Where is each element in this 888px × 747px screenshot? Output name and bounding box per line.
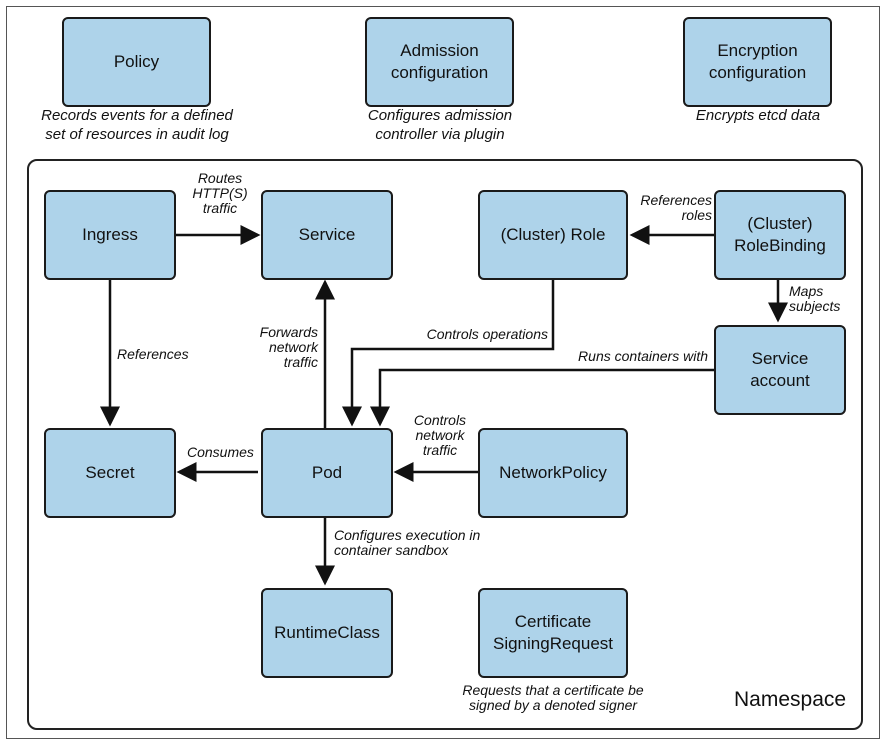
runtimeclass-label: RuntimeClass (274, 623, 380, 642)
edge-label-references-roles: References roles (640, 192, 712, 223)
cluster-role-box: (Cluster) Role (478, 190, 628, 280)
edge-service-account-to-pod (370, 368, 714, 427)
edge-label-configures-execution: Configures execution in container sandbo… (334, 527, 481, 558)
edge-label-maps-subjects: Maps subjects (789, 283, 841, 314)
admission-configuration-description: Configures admission controller via plug… (367, 107, 513, 143)
edge-label-controls-network: Controls network traffic (413, 412, 467, 458)
networkpolicy-label: NetworkPolicy (499, 463, 607, 482)
cluster-role-binding-label: (Cluster) RoleBinding (734, 214, 826, 255)
policy-description: Records events for a defined set of reso… (41, 107, 233, 143)
csr-description: Requests that a certificate be signed by… (462, 682, 644, 713)
edge-label-forwards: Forwards network traffic (259, 324, 318, 370)
secret-label: Secret (85, 463, 135, 482)
policy-label: Policy (113, 52, 160, 71)
namespace-container (27, 159, 863, 730)
ingress-box: Ingress (44, 190, 176, 280)
cluster-role-binding-box: (Cluster) RoleBinding (714, 190, 846, 280)
encryption-configuration-box: Encryption configuration (683, 17, 832, 107)
service-box: Service (261, 190, 393, 280)
edge-label-controls-operations: Controls operations (426, 326, 548, 342)
edge-label-consumes: Consumes (187, 444, 254, 460)
edge-label-references: References (117, 346, 189, 362)
edge-label-runs-containers: Runs containers with (578, 348, 708, 364)
pod-label: Pod (311, 463, 343, 482)
cluster-role-label: (Cluster) Role (500, 225, 606, 244)
pod-box: Pod (261, 428, 393, 518)
secret-box: Secret (44, 428, 176, 518)
csr-box: Certificate SigningRequest (478, 588, 628, 678)
policy-box: Policy (62, 17, 211, 107)
admission-configuration-box: Admission configuration (365, 17, 514, 107)
ingress-label: Ingress (82, 225, 138, 244)
csr-label: Certificate SigningRequest (492, 612, 614, 653)
admission-configuration-label: Admission configuration (390, 41, 489, 82)
networkpolicy-box: NetworkPolicy (478, 428, 628, 518)
figure-frame (6, 6, 880, 739)
service-label: Service (298, 225, 356, 244)
encryption-configuration-label: Encryption configuration (708, 41, 807, 82)
edge-label-routes: Routes HTTP(S) traffic (192, 170, 248, 216)
service-account-label: Service account (750, 349, 810, 390)
runtimeclass-box: RuntimeClass (261, 588, 393, 678)
encryption-configuration-description: Encrypts etcd data (695, 107, 821, 124)
edge-role-to-pod (342, 280, 555, 427)
service-account-box: Service account (714, 325, 846, 415)
namespace-label: Namespace (734, 688, 847, 711)
